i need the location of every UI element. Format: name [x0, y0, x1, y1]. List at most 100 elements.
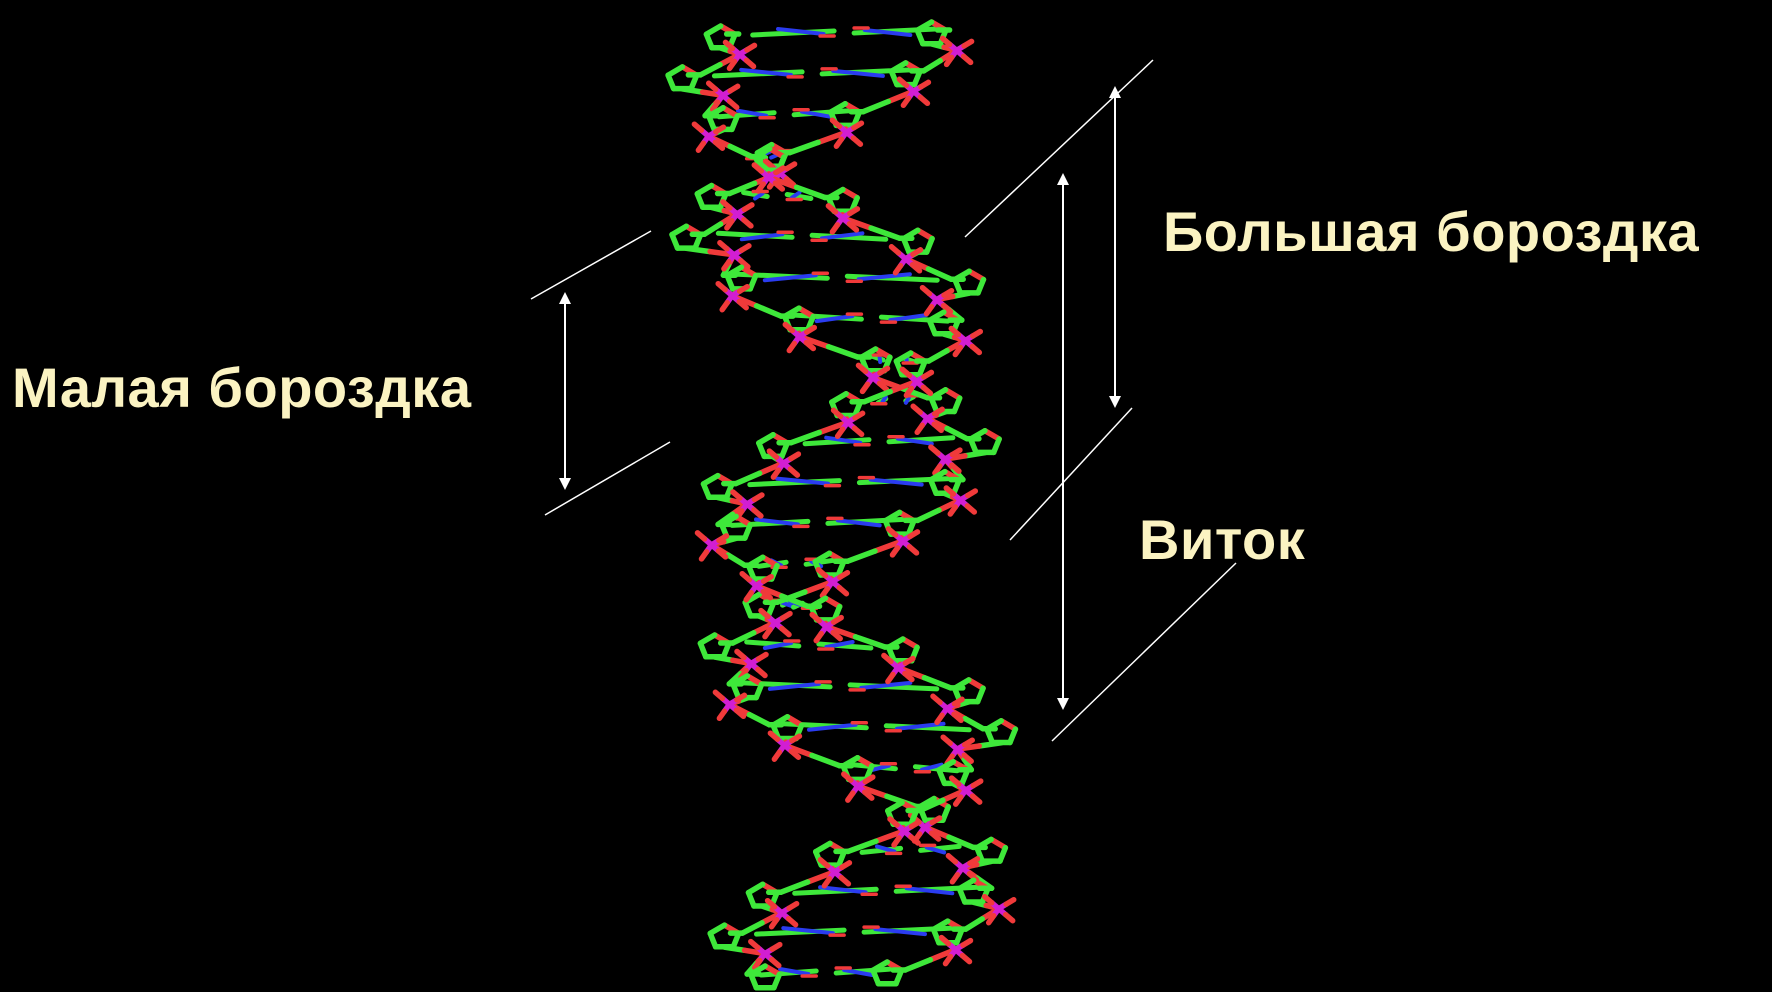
phosphate-group: [921, 82, 929, 87]
sugar-ring: [700, 635, 714, 643]
sugar-ring: [697, 186, 711, 194]
phosphate-group: [972, 347, 979, 353]
phosphate-group: [913, 406, 920, 412]
phosphate-group: [744, 220, 751, 226]
phosphate-group: [783, 614, 791, 619]
phosphate-group: [933, 696, 940, 702]
sugar-ring: [704, 476, 718, 484]
phosphate-group: [747, 60, 754, 66]
phosphate-group: [737, 652, 744, 658]
backbone-stick: [728, 555, 745, 565]
phosphate-group: [943, 38, 950, 44]
turn-guide-bottom: [1052, 563, 1236, 741]
phosphate-group: [840, 573, 848, 578]
phosphate-group: [910, 532, 918, 537]
phosphate-group: [927, 307, 932, 314]
phosphate-group: [754, 510, 761, 516]
phosphate-group: [772, 920, 777, 927]
turn-label: Виток: [1139, 512, 1305, 568]
phosphate-group: [718, 284, 725, 290]
minor-groove-guide-top: [531, 231, 651, 299]
phosphate-group: [923, 387, 930, 393]
phosphate-group: [715, 692, 722, 698]
phosphate-group: [932, 818, 940, 823]
phosphate-group: [816, 634, 821, 641]
phosphate-group: [920, 97, 927, 103]
phosphate-group: [923, 288, 930, 294]
backbone-stick: [979, 743, 1001, 746]
phosphate-group: [888, 675, 893, 682]
phosphate-group: [863, 384, 868, 391]
phosphate-group: [968, 491, 976, 496]
base-pair-stick: [883, 397, 886, 402]
phosphate-group: [967, 506, 974, 512]
backbone-stick: [829, 347, 858, 357]
phosphate-group: [931, 447, 938, 453]
phosphate-group: [792, 736, 800, 741]
phosphate-group: [963, 956, 970, 962]
sugar-ring: [888, 803, 902, 811]
phosphate-group: [896, 266, 901, 273]
phosphate-group: [964, 41, 972, 46]
phosphate-group: [720, 243, 727, 249]
backbone-stick: [812, 755, 840, 765]
phosphate-group: [948, 856, 955, 862]
phosphate-group: [742, 574, 749, 580]
phosphate-group: [963, 941, 971, 946]
phosphate-group: [737, 695, 745, 700]
phosphate-group: [935, 409, 943, 414]
phosphate-group: [842, 863, 850, 868]
phosphate-group: [955, 699, 963, 704]
dna-helix-molecule: [668, 22, 1015, 988]
backbone-stick: [686, 248, 710, 251]
sugar-ring: [832, 394, 846, 402]
phosphate-group: [836, 139, 841, 146]
sugar-ring: [668, 67, 682, 75]
phosphate-group: [789, 344, 794, 351]
phosphate-group: [924, 372, 932, 377]
phosphate-group: [905, 659, 913, 664]
phosphate-group: [730, 61, 735, 68]
phosphate-group: [791, 454, 799, 459]
phosphate-group: [730, 86, 738, 91]
backbone-stick: [847, 551, 875, 561]
backbone-stick: [965, 453, 985, 456]
phosphate-group: [848, 793, 853, 800]
phosphate-group: [943, 737, 950, 743]
phosphate-group: [973, 796, 980, 802]
phosphate-group: [970, 859, 978, 864]
phosphate-group: [776, 168, 784, 173]
phosphate-group: [855, 413, 863, 418]
sugar-ring: [749, 884, 763, 892]
phosphate-group: [812, 615, 819, 621]
phosphate-group: [944, 291, 952, 296]
sugar-ring: [759, 435, 773, 443]
phosphate-group: [910, 547, 917, 553]
phosphate-group: [730, 101, 737, 107]
phosphate-group: [790, 469, 797, 475]
phosphate-group: [772, 945, 780, 950]
minor-groove-guide-bottom: [545, 442, 670, 515]
base-pair-stick: [880, 357, 881, 362]
phosphate-group: [956, 797, 961, 804]
backbone-stick: [918, 510, 939, 520]
phosphate-group: [807, 328, 815, 333]
phosphate-group: [787, 164, 795, 169]
phosphate-group: [751, 942, 758, 948]
phosphate-group: [832, 225, 837, 232]
phosphate-group: [789, 904, 797, 909]
sugar-ring: [816, 843, 830, 851]
phosphate-group: [709, 83, 716, 89]
phosphate-group: [822, 589, 827, 596]
phosphate-group: [880, 368, 888, 373]
phosphate-group: [765, 630, 770, 637]
backbone-stick: [929, 351, 947, 361]
sugar-ring: [672, 226, 686, 234]
phosphate-group: [722, 303, 727, 310]
phosphate-group: [772, 960, 779, 966]
phosphate-group: [937, 715, 942, 722]
phosphate-group: [965, 740, 973, 745]
phosphate-group: [964, 56, 971, 62]
phosphate-group: [838, 429, 843, 436]
